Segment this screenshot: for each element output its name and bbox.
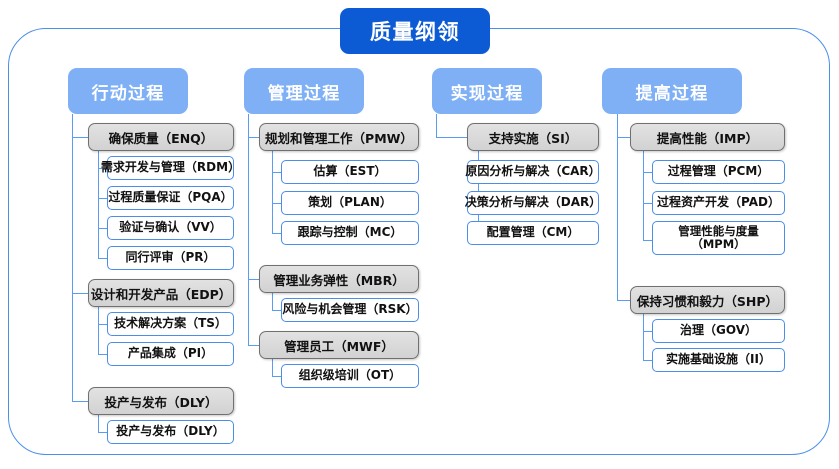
stub-imp-3 bbox=[643, 240, 653, 242]
root-title-box: 质量纲领 bbox=[340, 8, 490, 54]
column-header-1[interactable]: 行动过程 bbox=[68, 68, 188, 114]
stub-col2-grp2 bbox=[248, 279, 260, 281]
sub-trunk-enq bbox=[98, 151, 100, 258]
group-box-shp[interactable]: 保持习惯和毅力（SHP） bbox=[630, 286, 785, 314]
sub-trunk-imp bbox=[643, 151, 645, 241]
leaf-box-ii[interactable]: 实施基础设施（II） bbox=[652, 348, 785, 372]
leaf-box-ot[interactable]: 组织级培训（OT） bbox=[281, 364, 419, 388]
leaf-box-pqa[interactable]: 过程质量保证（PQA） bbox=[107, 186, 234, 210]
leaf-box-mpm[interactable]: 管理性能与度量 （MPM） bbox=[652, 221, 785, 255]
stub-col2-grp3 bbox=[248, 345, 260, 347]
stub-pmw-3 bbox=[272, 233, 282, 235]
leaf-box-ts[interactable]: 技术解决方案（TS） bbox=[107, 312, 234, 336]
stub-edp-1 bbox=[98, 324, 108, 326]
stub-edp-2 bbox=[98, 354, 108, 356]
stub-imp-1 bbox=[643, 172, 653, 174]
group-box-edp[interactable]: 设计和开发产品（EDP） bbox=[88, 279, 234, 307]
leaf-box-mpm-line1: 管理性能与度量 bbox=[678, 224, 759, 239]
leaf-box-rdm[interactable]: 需求开发与管理（RDM） bbox=[101, 156, 240, 180]
leaf-box-dar[interactable]: 决策分析与解决（DAR） bbox=[465, 191, 601, 215]
stub-col3-grp1 bbox=[436, 137, 468, 139]
stub-enq-2 bbox=[98, 198, 108, 200]
leaf-box-cm[interactable]: 配置管理（CM） bbox=[467, 221, 599, 245]
group-box-pmw[interactable]: 规划和管理工作（PMW） bbox=[259, 123, 419, 151]
stub-dly-1 bbox=[98, 432, 108, 434]
stub-imp-2 bbox=[643, 203, 653, 205]
stub-col1-grp1 bbox=[72, 137, 89, 139]
sub-trunk-mwf bbox=[272, 359, 274, 377]
stub-mbr-1 bbox=[272, 310, 282, 312]
sub-trunk-shp bbox=[643, 314, 645, 361]
trunk-line-col3 bbox=[436, 114, 438, 138]
sub-trunk-dly bbox=[98, 415, 100, 433]
stub-enq-4 bbox=[98, 258, 108, 260]
stub-enq-3 bbox=[98, 228, 108, 230]
group-box-si[interactable]: 支持实施（SI） bbox=[467, 123, 599, 151]
trunk-line-col2 bbox=[248, 114, 250, 346]
stub-col1-grp3 bbox=[72, 401, 89, 403]
stub-col4-grp1 bbox=[617, 137, 631, 139]
stub-col4-grp2 bbox=[617, 300, 631, 302]
stub-mwf-1 bbox=[272, 376, 282, 378]
leaf-box-gov[interactable]: 治理（GOV） bbox=[652, 319, 785, 343]
stub-enq-1 bbox=[98, 168, 108, 170]
leaf-box-vv[interactable]: 验证与确认（VV） bbox=[107, 216, 234, 240]
stub-shp-2 bbox=[643, 360, 653, 362]
leaf-box-rsk[interactable]: 风险与机会管理（RSK） bbox=[281, 298, 419, 322]
stub-col1-grp2 bbox=[72, 293, 89, 295]
leaf-box-mc[interactable]: 跟踪与控制（MC） bbox=[281, 221, 419, 245]
leaf-box-pi[interactable]: 产品集成（PI） bbox=[107, 342, 234, 366]
leaf-box-car[interactable]: 原因分析与解决（CAR） bbox=[465, 160, 601, 184]
leaf-box-mpm-line2: （MPM） bbox=[691, 237, 746, 251]
trunk-line-col1 bbox=[72, 114, 74, 402]
stub-shp-1 bbox=[643, 331, 653, 333]
leaf-box-pad[interactable]: 过程资产开发（PAD） bbox=[652, 191, 785, 215]
group-box-dly[interactable]: 投产与发布（DLY） bbox=[88, 387, 234, 415]
column-header-2[interactable]: 管理过程 bbox=[244, 68, 364, 114]
group-box-mwf[interactable]: 管理员工（MWF） bbox=[259, 331, 419, 359]
column-header-4[interactable]: 提高过程 bbox=[602, 68, 742, 114]
leaf-box-plan[interactable]: 策划（PLAN） bbox=[281, 191, 419, 215]
leaf-box-pr[interactable]: 同行评审（PR） bbox=[107, 246, 234, 270]
stub-col2-grp1 bbox=[248, 137, 260, 139]
group-box-enq[interactable]: 确保质量（ENQ） bbox=[88, 123, 234, 151]
sub-trunk-mbr bbox=[272, 293, 274, 311]
column-header-3[interactable]: 实现过程 bbox=[432, 68, 542, 114]
group-box-imp[interactable]: 提高性能（IMP） bbox=[630, 123, 785, 151]
leaf-box-dly-child[interactable]: 投产与发布（DLY） bbox=[107, 420, 234, 444]
leaf-box-est[interactable]: 估算（EST） bbox=[281, 160, 419, 184]
trunk-line-col4 bbox=[617, 114, 619, 301]
sub-trunk-edp bbox=[98, 307, 100, 354]
leaf-box-pcm[interactable]: 过程管理（PCM） bbox=[652, 160, 785, 184]
stub-pmw-2 bbox=[272, 203, 282, 205]
stub-pmw-1 bbox=[272, 172, 282, 174]
group-box-mbr[interactable]: 管理业务弹性（MBR） bbox=[259, 265, 419, 293]
sub-trunk-pmw bbox=[272, 151, 274, 234]
